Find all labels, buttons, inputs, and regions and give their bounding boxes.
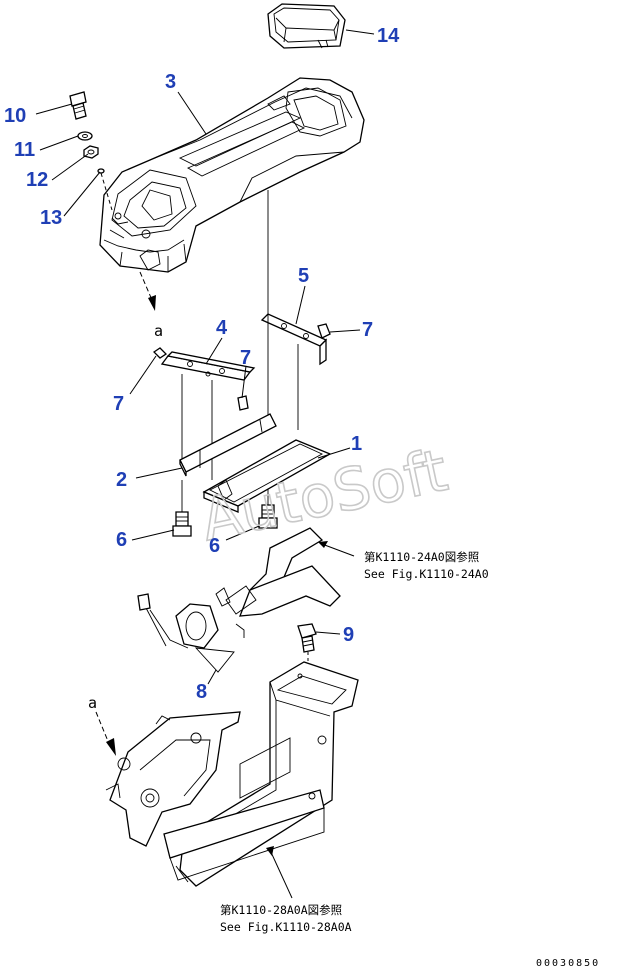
alignment-lines xyxy=(181,190,299,512)
part-number-14: 14 xyxy=(377,25,400,47)
connection-arrow-top xyxy=(139,271,156,311)
base-plate-1-drawing xyxy=(202,439,332,513)
control-lever-assembly-drawing xyxy=(137,527,341,673)
part-number-7-left: 7 xyxy=(113,393,124,415)
part-number-11: 11 xyxy=(14,139,35,161)
part-number-13: 13 xyxy=(40,207,62,229)
reference-lower-jp: 第K1110-28A0A図参照 xyxy=(220,903,342,917)
part-number-8: 8 xyxy=(196,681,207,703)
connection-arrow-bottom xyxy=(95,711,116,756)
bolt-9-drawing xyxy=(297,623,317,668)
part-number-2: 2 xyxy=(116,469,127,491)
drawing-id: 00030850 xyxy=(536,958,600,969)
part-number-9: 9 xyxy=(343,624,354,646)
part-number-1: 1 xyxy=(351,433,362,455)
console-cover-drawing xyxy=(99,77,365,273)
bolt-10-drawing xyxy=(69,91,87,120)
cup-holder-tray-drawing xyxy=(267,3,346,49)
part-number-7-right: 7 xyxy=(362,319,373,341)
part-number-12: 12 xyxy=(26,169,48,191)
part-number-7-middle: 7 xyxy=(240,347,251,369)
part-number-10: 10 xyxy=(4,105,26,127)
clip-7-drawing xyxy=(152,323,331,411)
part-number-6-right: 6 xyxy=(209,535,220,557)
reference-upper-en: See Fig.K1110-24A0 xyxy=(364,567,489,581)
base-plate-2-drawing xyxy=(179,413,277,477)
part-number-3: 3 xyxy=(165,71,176,93)
side-bracket-drawing xyxy=(105,711,241,847)
reference-upper-jp: 第K1110-24A0図参照 xyxy=(364,550,479,564)
bolt-6-right-drawing xyxy=(258,504,278,529)
bracket-5-drawing xyxy=(260,313,328,366)
part-number-5: 5 xyxy=(298,265,309,287)
bracket-4-drawing xyxy=(160,351,256,381)
nut-12-drawing xyxy=(83,145,99,159)
reference-lower-en: See Fig.K1110-28A0A xyxy=(220,920,352,934)
bolt-6-left-drawing xyxy=(172,511,192,537)
part-number-6-left: 6 xyxy=(116,529,127,551)
lower-stand-drawing xyxy=(163,661,359,887)
part-number-4: 4 xyxy=(216,317,228,339)
connection-mark-top: a xyxy=(154,322,163,340)
connection-mark-bottom: a xyxy=(88,694,97,712)
leader-lines xyxy=(35,29,375,899)
washer-11-drawing xyxy=(77,131,93,141)
